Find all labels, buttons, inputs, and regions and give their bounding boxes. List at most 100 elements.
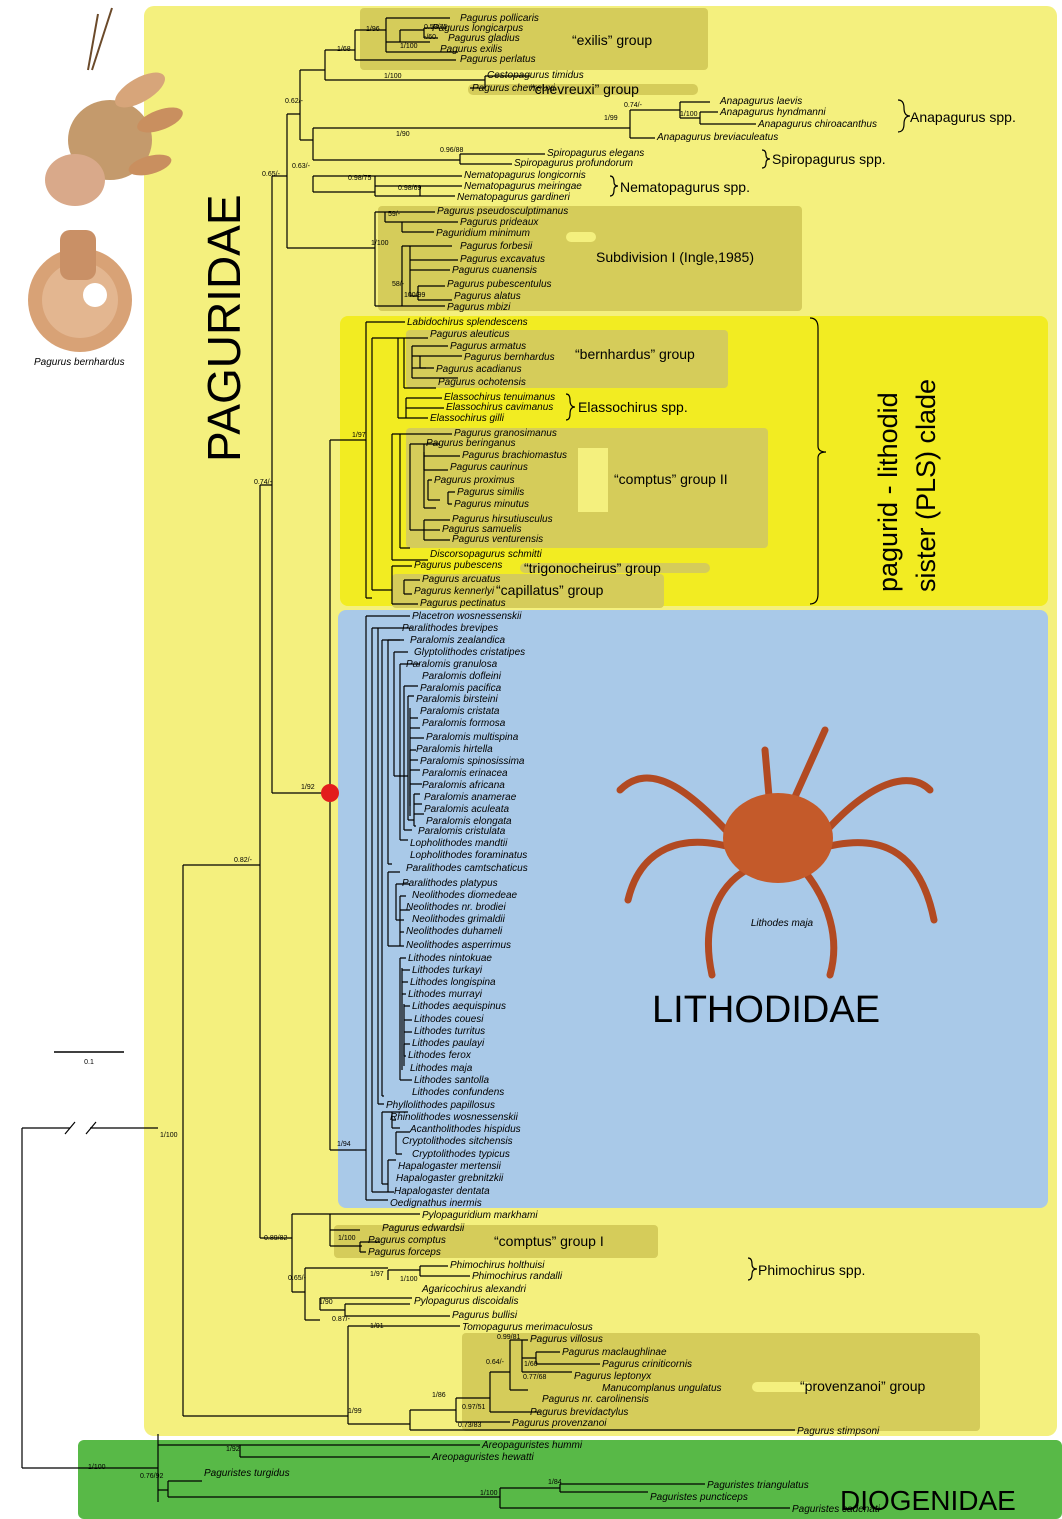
trigonocheirus-group-label: “trigonocheirus” group [524,560,661,576]
support-value: 0.77/68 [523,1374,546,1381]
taxon-label: Hapalogaster dentata [394,1186,490,1197]
taxon-label: Elassochirus gilli [430,413,505,424]
taxon-label: Pagurus kennerlyi [414,586,495,597]
taxon-label: Pagurus excavatus [460,254,545,265]
taxon-label: Areopaguristes hewatti [431,1452,535,1463]
taxon-label: Pagurus acadianus [436,364,522,375]
support-value: 59/- [388,211,401,218]
taxon-label: Pagurus alatus [454,291,521,302]
taxon-label: Pagurus brevidactylus [530,1407,628,1418]
taxon-label: Pagurus similis [457,487,524,498]
support-value: 0.62/- [285,98,304,105]
taxon-label: Lithodes confundens [412,1087,504,1098]
taxon-label: Pagurus edwardsii [382,1223,465,1234]
taxon-label: Pagurus aleuticus [430,329,510,340]
bernhardus-group-label: “bernhardus” group [575,346,695,362]
taxon-label: Pagurus comptus [368,1235,446,1246]
taxon-label: Pagurus perlatus [460,54,536,65]
support-value: 1/92 [301,784,315,791]
spiropagurus-label: Spiropagurus spp. [772,151,886,167]
taxon-label: Pagurus venturensis [452,534,543,545]
support-value: 0.89/82 [264,1235,287,1242]
taxon-label: Paralomis multispina [426,732,519,743]
taxon-label: Glyptolithodes cristatipes [414,647,525,658]
support-value: 0.98/75 [348,175,371,182]
support-value: 1/100 [400,1276,418,1283]
support-value: 0.99/81 [497,1334,520,1341]
taxon-label: Tomopagurus merimaculosus [462,1322,593,1333]
support-value: 0.64/- [486,1359,505,1366]
taxon-label: Pagurus gladius [448,33,520,44]
taxon-label: Lithodes ferox [408,1050,472,1061]
taxon-label: Acantholithodes hispidus [409,1124,521,1135]
taxon-label: Neolithodes grimaldii [412,914,506,925]
support-value: 1/84 [548,1479,562,1486]
taxon-label: Paralomis formosa [422,718,506,729]
support-value: 0.76/92 [140,1473,163,1480]
taxon-label: Paralomis africana [422,780,505,791]
taxon-label: Anapagurus chiroacanthus [757,119,877,130]
taxon-label: Pagurus chevreuxi [472,83,556,94]
taxon-label: Paralomis hirtella [416,744,493,755]
taxon-label: Pagurus criniticornis [602,1359,692,1370]
taxon-label: Pylopaguridium markhami [422,1210,538,1221]
support-value: 58/- [392,281,405,288]
taxon-label: Pagurus minutus [454,499,529,510]
taxon-label: Pagurus caurinus [450,462,528,473]
taxon-label: Lithodes couesi [414,1014,484,1025]
comptus1-group-label: “comptus” group I [494,1233,604,1249]
king-crab-carapace [723,793,833,883]
taxon-label: Pagurus prideaux [460,217,539,228]
taxon-label: Lopholithodes mandtii [410,838,508,849]
taxon-label: Rhinolithodes wosnessenskii [390,1112,519,1123]
taxon-label: Paguristes puncticeps [650,1492,748,1503]
comptus2-group-label: “comptus” group II [614,471,728,487]
support-value: 1/94 [337,1141,351,1148]
support-value: 0.65/- [288,1275,307,1282]
taxon-label: Cestopagurus timidus [487,70,584,81]
support-value: 1/90 [319,1299,333,1306]
support-value: 1/100 [480,1490,498,1497]
taxon-label: Spiropagurus profundorum [514,158,633,169]
taxon-label: Anapagurus breviaculeatus [656,132,778,143]
taxon-label: Lopholithodes foraminatus [410,850,527,861]
taxon-label: Pagurus ochotensis [438,377,526,388]
taxon-label: Paralomis birsteini [416,694,498,705]
taxon-label: Neolithodes duhameli [406,926,503,937]
support-value: 1/99 [348,1408,362,1415]
taxon-label: Lithodes santolla [414,1075,489,1086]
phimochirus-label: Phimochirus spp. [758,1262,865,1278]
taxon-label: Paralomis cristata [420,706,500,717]
support-value: 0.58/75 [424,24,447,31]
taxon-label: Pagurus forceps [368,1247,441,1258]
taxon-label: Anapagurus laevis [719,96,802,107]
exilis-group-label: “exilis” group [572,32,652,48]
anapagurus-label: Anapagurus spp. [910,109,1016,125]
taxon-label: Pagurus maclaughlinae [562,1347,667,1358]
taxon-label: Paralithodes brevipes [402,623,498,634]
provenzanoi-group-label: “provenzanoi” group [800,1378,926,1394]
support-value: 1/96 [366,26,380,33]
pls-clade-label-line2: sister (PLS) clade [911,379,941,592]
support-value: -/60 [424,34,436,41]
support-value: 0.73/83 [458,1422,481,1429]
taxon-label: Pagurus arcuatus [422,574,500,585]
taxon-label: Cryptolithodes sitchensis [402,1136,513,1147]
taxon-label: Lithodes paulayi [412,1038,485,1049]
taxon-label: Paralomis dofleini [422,671,502,682]
lithodidae-label: LITHODIDAE [652,989,880,1031]
support-value: 1/99 [604,115,618,122]
taxon-label: Lithodes turkayi [412,965,483,976]
taxon-label: Pagurus bullisi [452,1310,518,1321]
taxon-label: Cryptolithodes typicus [412,1149,510,1160]
taxon-label: Nematopagurus gardineri [457,192,571,203]
taxon-label: Phimochirus holthuisi [450,1260,545,1271]
taxon-label: Paralithodes camtschaticus [406,863,528,874]
paguridae-label: PAGURIDAE [198,194,250,462]
taxon-label: Pagurus pectinatus [420,598,506,609]
taxon-label: Pagurus villosus [530,1334,603,1345]
support-value: 0.87/- [332,1316,351,1323]
capillatus-group-label: “capillatus” group [496,582,604,598]
taxon-label: Paguridium minimum [436,228,530,239]
taxon-label: Nematopagurus longicornis [464,170,586,181]
